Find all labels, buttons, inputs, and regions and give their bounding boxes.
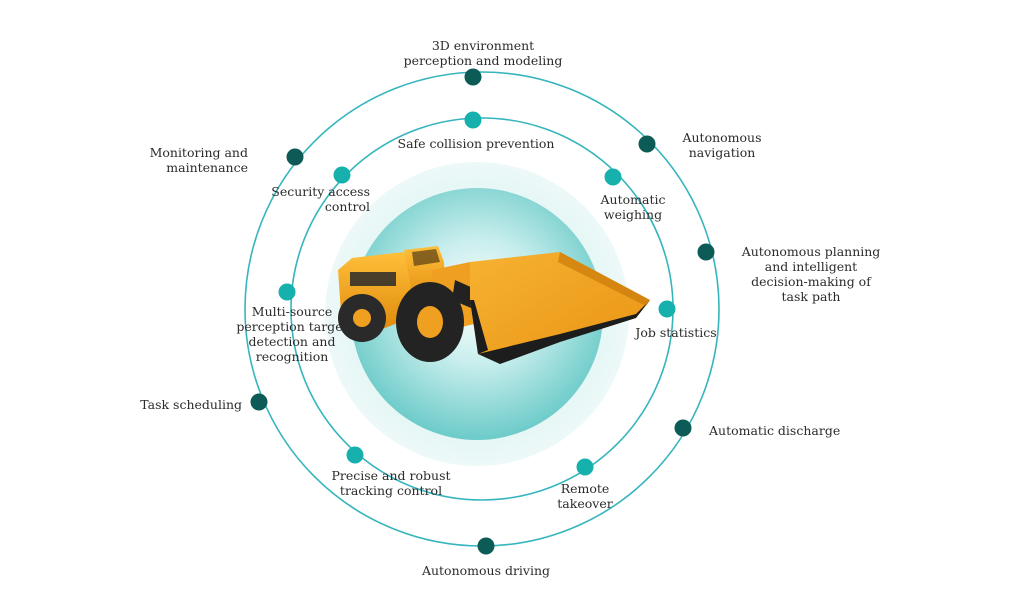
label-safe-collision: Safe collision prevention bbox=[396, 136, 556, 151]
outer-node-discharge bbox=[675, 420, 692, 437]
outer-node-3d bbox=[465, 69, 482, 86]
outer-node-plan bbox=[698, 244, 715, 261]
inner-node-collision bbox=[465, 112, 482, 129]
inner-node-multisource bbox=[279, 284, 296, 301]
label-autonomous-navigation: Autonomous navigation bbox=[666, 130, 778, 160]
label-3d-perception: 3D environment perception and modeling bbox=[403, 38, 563, 68]
outer-node-nav bbox=[639, 136, 656, 153]
label-monitoring-maintenance: Monitoring and maintenance bbox=[128, 145, 248, 175]
label-autonomous-planning: Autonomous planning and intelligent deci… bbox=[736, 244, 886, 304]
inner-node-security bbox=[334, 167, 351, 184]
inner-node-jobstats bbox=[659, 301, 676, 318]
label-job-statistics: Job statistics bbox=[626, 325, 726, 340]
label-multi-source-perception: Multi-source perception target detection… bbox=[232, 304, 352, 364]
label-autonomous-driving: Autonomous driving bbox=[416, 563, 556, 578]
outer-node-monitor bbox=[287, 149, 304, 166]
label-automatic-discharge: Automatic discharge bbox=[709, 423, 849, 438]
inner-node-weigh bbox=[605, 169, 622, 186]
inner-node-tracking bbox=[347, 447, 364, 464]
outer-node-driving bbox=[478, 538, 495, 555]
outer-node-sched bbox=[251, 394, 268, 411]
label-tracking-control: Precise and robust tracking control bbox=[323, 468, 459, 498]
label-remote-takeover: Remote takeover bbox=[545, 481, 625, 511]
label-security-access: Security access control bbox=[254, 184, 370, 214]
label-automatic-weighing: Automatic weighing bbox=[583, 192, 683, 222]
label-task-scheduling: Task scheduling bbox=[112, 397, 242, 412]
inner-node-remote bbox=[577, 459, 594, 476]
